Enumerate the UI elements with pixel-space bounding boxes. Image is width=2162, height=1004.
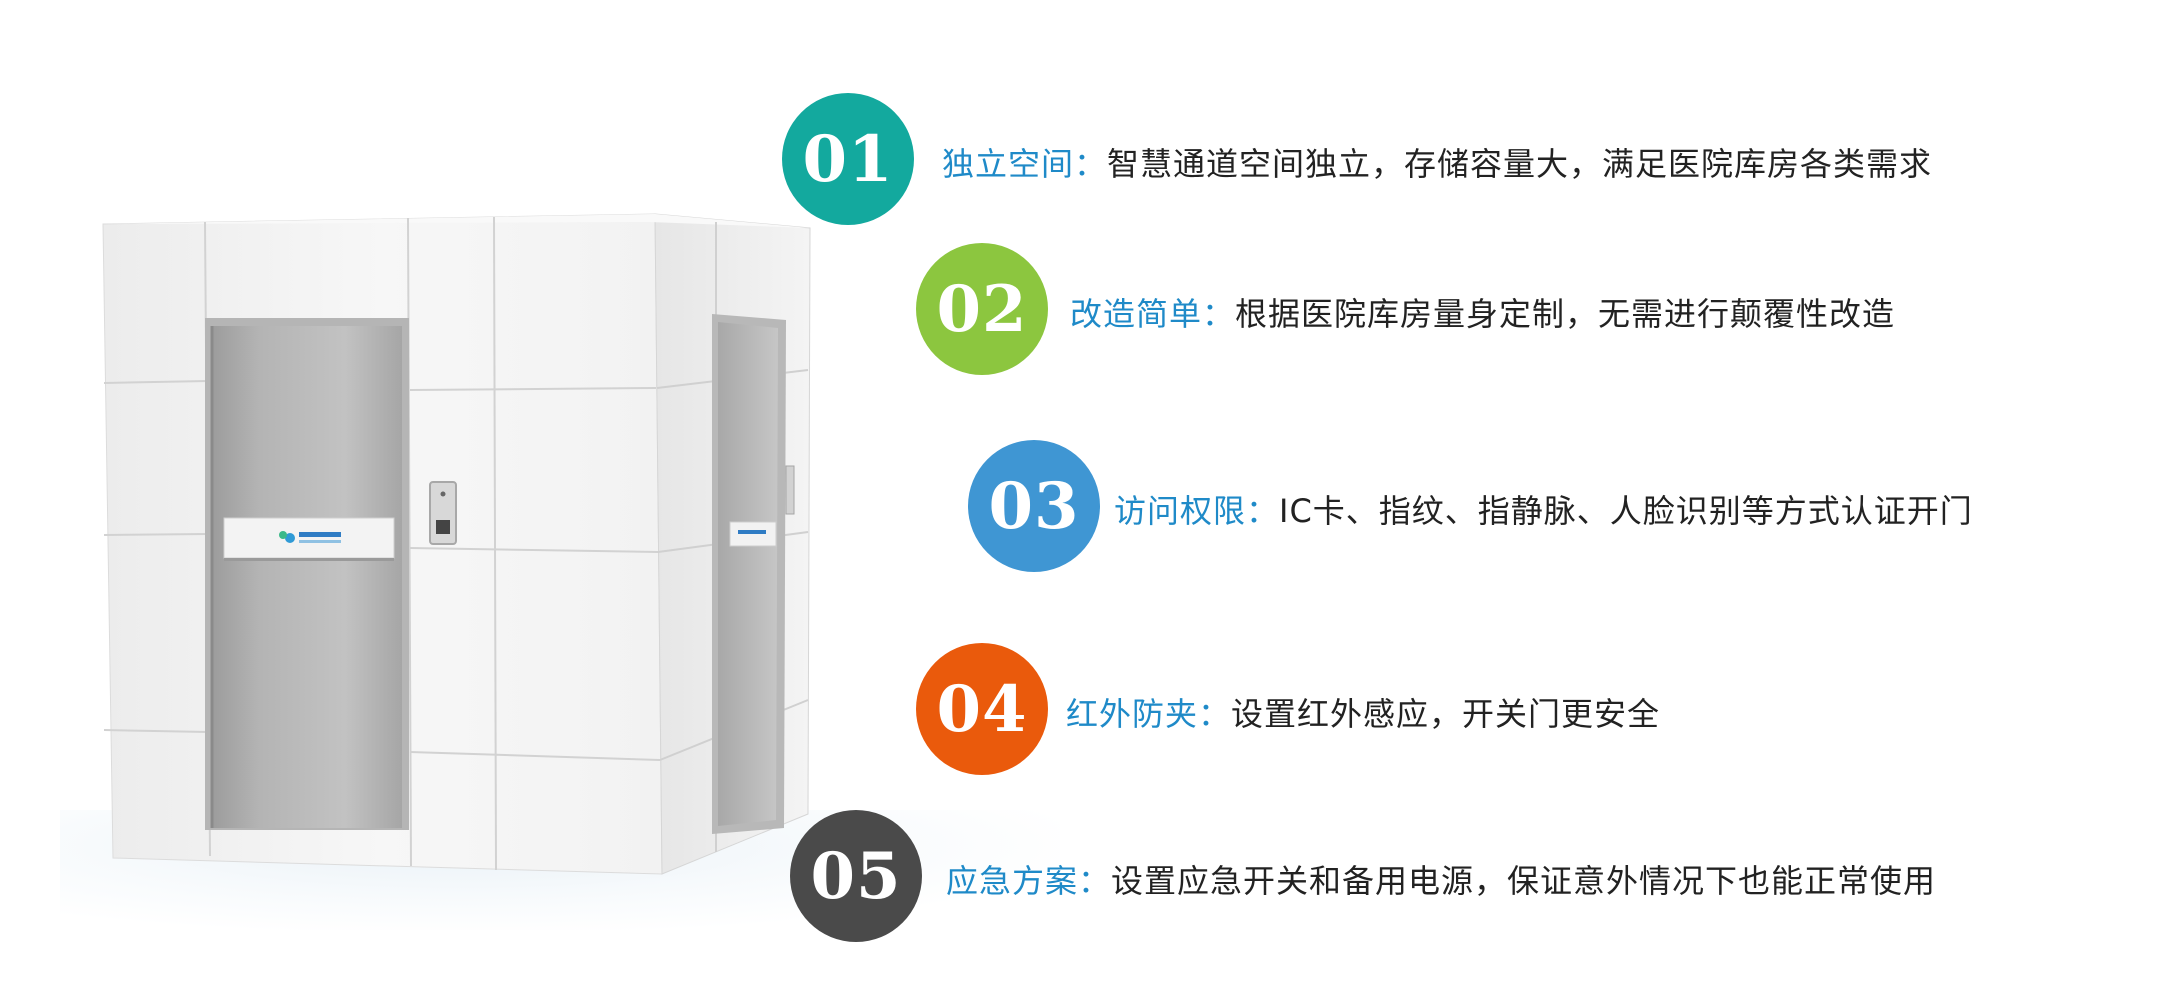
feature-description: IC卡、指纹、指静脉、人脸识别等方式认证开门 xyxy=(1279,492,1973,530)
number-badge: 01 xyxy=(782,93,914,225)
feature-title: 红外防夹： xyxy=(1066,695,1232,733)
card-reader-icon xyxy=(429,481,457,545)
number-badge: 03 xyxy=(968,440,1100,572)
feature-description: 设置应急开关和备用电源，保证意外情况下也能正常使用 xyxy=(1111,862,1937,900)
number-badge: 04 xyxy=(916,643,1048,775)
feature-title: 独立空间： xyxy=(942,145,1108,183)
door-right-image xyxy=(718,322,778,826)
booth-image xyxy=(102,213,811,875)
feature-text: 改造简单：根据医院库房量身定制，无需进行颠覆性改造 xyxy=(1070,289,1895,335)
door-left-image xyxy=(212,326,402,828)
logo-mark-icon xyxy=(279,531,341,543)
feature-title: 应急方案： xyxy=(946,862,1112,900)
feature-text: 红外防夹：设置红外感应，开关门更安全 xyxy=(1066,689,1660,735)
number-badge: 02 xyxy=(916,243,1048,375)
number-badge: 05 xyxy=(790,810,922,942)
feature-text: 访问权限：IC卡、指纹、指静脉、人脸识别等方式认证开门 xyxy=(1114,486,1973,532)
feature-description: 智慧通道空间独立，存储容量大，满足医院库房各类需求 xyxy=(1107,145,1933,183)
feature-title: 改造简单： xyxy=(1070,295,1236,333)
feature-text: 独立空间：智慧通道空间独立，存储容量大，满足医院库房各类需求 xyxy=(942,139,1932,185)
feature-text: 应急方案：设置应急开关和备用电源，保证意外情况下也能正常使用 xyxy=(946,856,1936,902)
feature-title: 访问权限： xyxy=(1114,492,1280,530)
feature-description: 根据医院库房量身定制，无需进行颠覆性改造 xyxy=(1235,295,1896,333)
feature-description: 设置红外感应，开关门更安全 xyxy=(1231,695,1661,733)
